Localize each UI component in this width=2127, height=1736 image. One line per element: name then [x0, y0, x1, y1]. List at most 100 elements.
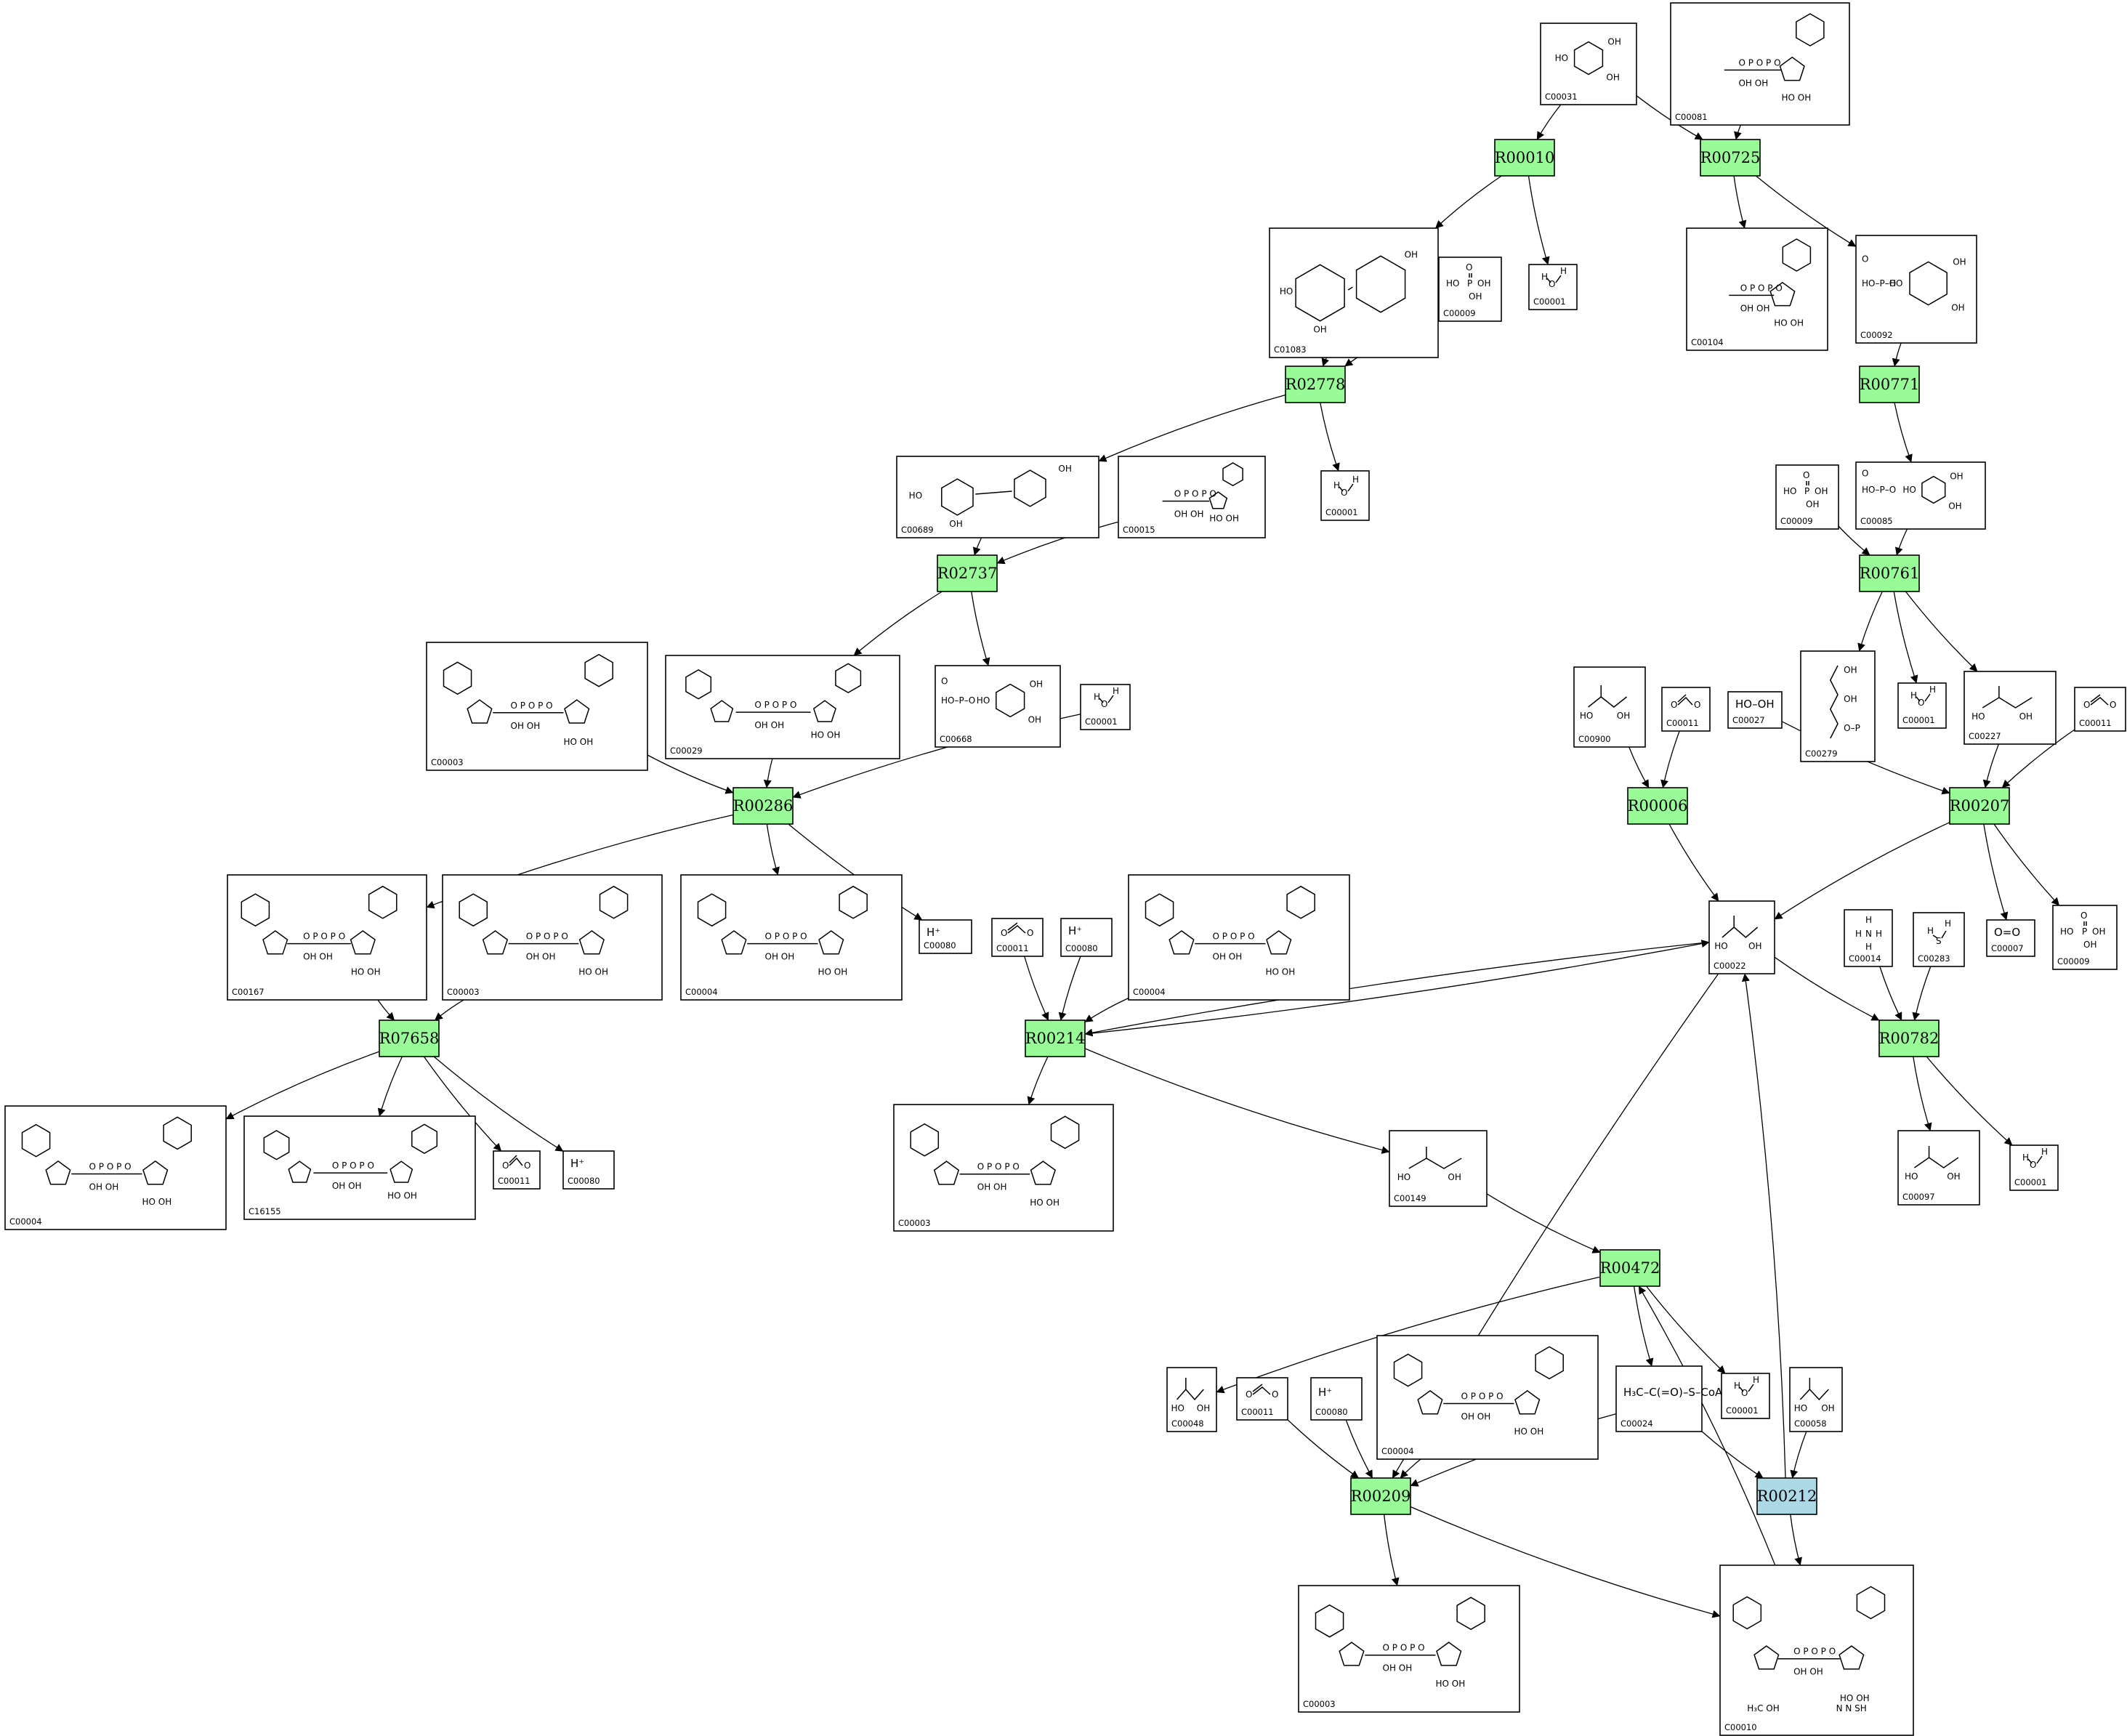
- compound-c00080[interactable]: H⁺C00080: [1060, 918, 1113, 957]
- compound-c00080[interactable]: H⁺C00080: [562, 1150, 615, 1190]
- reaction-r00472[interactable]: R00472: [1599, 1249, 1660, 1287]
- reaction-r00207[interactable]: R00207: [1949, 787, 2010, 825]
- svg-text:O P O P O: O P O P O: [1383, 1643, 1425, 1653]
- svg-text:O: O: [1918, 698, 1924, 708]
- reaction-r02778[interactable]: R02778: [1285, 366, 1346, 403]
- svg-text:H: H: [1929, 685, 1936, 695]
- svg-text:O–P: O–P: [1844, 723, 1860, 733]
- edge-c00011_e-to-r00209: [1287, 1419, 1360, 1479]
- structure-c00001_b: HHO: [1333, 475, 1359, 498]
- compound-box: [1528, 264, 1578, 310]
- compound-box: [2052, 905, 2118, 970]
- compound-c00080[interactable]: H⁺C00080: [1310, 1377, 1363, 1421]
- reaction-r02737[interactable]: R02737: [937, 554, 998, 592]
- reaction-r00209[interactable]: R00209: [1350, 1477, 1411, 1515]
- reaction-r00286[interactable]: R00286: [732, 787, 794, 825]
- structure-c00001_e: HHO: [2022, 1147, 2048, 1170]
- reaction-r07658[interactable]: R07658: [379, 1020, 440, 1057]
- edge-r00207-to-c00007: [1983, 823, 2009, 921]
- svg-text:H: H: [1094, 692, 1100, 702]
- reaction-r00010[interactable]: R00010: [1494, 139, 1555, 177]
- edge-r00006-to-c00022: [1668, 823, 1719, 902]
- edge-c00149-to-r00472: [1486, 1193, 1601, 1253]
- compound-id-label: C00007: [1991, 943, 2024, 953]
- reaction-r00212[interactable]: R00212: [1756, 1477, 1817, 1515]
- edge-r00725-to-c00092: [1755, 175, 1857, 247]
- svg-text:HO: HO: [1580, 711, 1593, 721]
- reaction-r00771[interactable]: R00771: [1859, 366, 1920, 403]
- reaction-box: [1878, 1020, 1940, 1057]
- svg-text:O: O: [502, 1160, 509, 1171]
- structure-c00001_f: HHO: [1734, 1375, 1759, 1398]
- compound-id-label: C00080: [924, 940, 956, 950]
- reaction-box: [937, 554, 998, 592]
- svg-text:OH OH: OH OH: [1213, 952, 1243, 962]
- compound-id-label: C00080: [1315, 1407, 1348, 1417]
- svg-text:HO: HO: [1905, 1171, 1918, 1182]
- compound-box: [1376, 1335, 1599, 1460]
- svg-text:OH: OH: [1030, 679, 1043, 690]
- compound-c00080[interactable]: H⁺C00080: [919, 919, 972, 954]
- reaction-r00006[interactable]: R00006: [1627, 787, 1688, 825]
- compound-box: [896, 456, 1099, 538]
- svg-text:H: H: [2022, 1152, 2029, 1163]
- reaction-r00725[interactable]: R00725: [1700, 139, 1761, 177]
- reaction-label: R00214: [1025, 1030, 1086, 1047]
- svg-text:O: O: [1803, 470, 1809, 480]
- reaction-r00761[interactable]: R00761: [1859, 554, 1920, 592]
- reaction-label: R00207: [1950, 797, 2010, 815]
- svg-text:H: H: [1865, 915, 1872, 925]
- reaction-r00782[interactable]: R00782: [1878, 1020, 1940, 1057]
- reaction-r00214[interactable]: R00214: [1025, 1020, 1086, 1057]
